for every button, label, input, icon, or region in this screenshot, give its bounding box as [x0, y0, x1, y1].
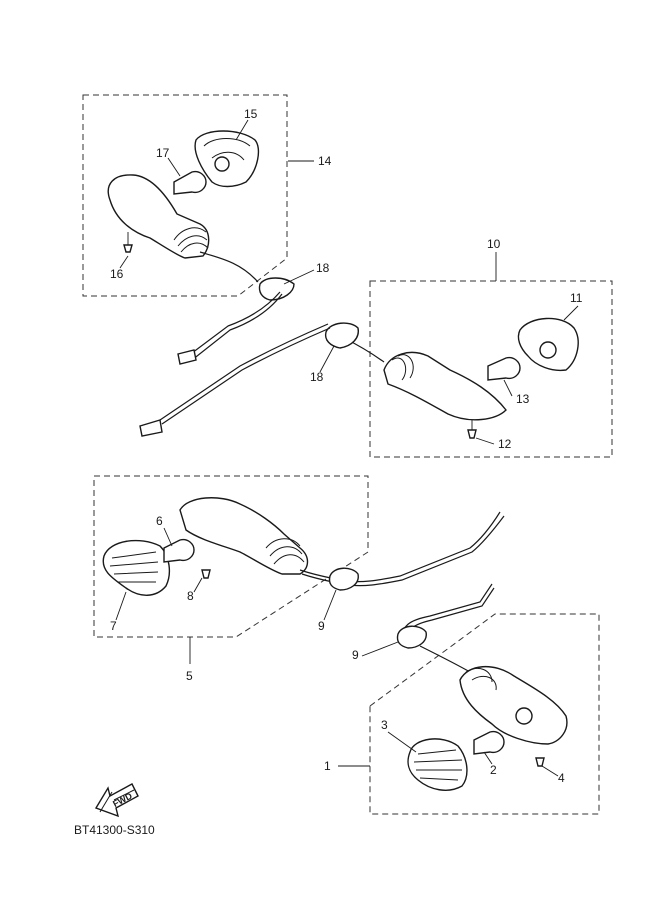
diagram-code: BT41300-S310 — [74, 823, 155, 837]
assembly-5 — [93, 475, 505, 638]
callout-3: 3 — [381, 718, 388, 732]
callout-1: 1 — [324, 759, 331, 773]
callout-10: 10 — [487, 237, 501, 251]
assembly-10 — [139, 280, 613, 458]
callout-13: 13 — [516, 392, 530, 406]
callout-2: 2 — [490, 763, 497, 777]
callout-14: 14 — [318, 154, 332, 168]
callout-16: 16 — [110, 267, 124, 281]
callout-11: 11 — [570, 291, 583, 305]
leader-lines — [115, 119, 579, 777]
callout-4: 4 — [558, 771, 565, 785]
callout-15: 15 — [244, 107, 258, 121]
callout-12: 12 — [498, 437, 512, 451]
callout-6: 6 — [156, 514, 163, 528]
callout-5: 5 — [186, 669, 193, 683]
callout-9-left: 9 — [318, 619, 325, 633]
callout-8: 8 — [187, 589, 194, 603]
assembly-14 — [82, 94, 295, 365]
callout-18-lower: 18 — [310, 370, 324, 384]
fwd-arrow-icon: FWD — [94, 783, 139, 818]
callouts: 15 17 14 16 18 10 11 13 12 18 6 8 7 5 9 … — [110, 107, 583, 785]
callout-9-right: 9 — [352, 648, 359, 662]
assembly-1 — [369, 583, 600, 815]
callout-17: 17 — [156, 146, 170, 160]
callout-18-upper: 18 — [316, 261, 330, 275]
callout-7: 7 — [110, 619, 117, 633]
